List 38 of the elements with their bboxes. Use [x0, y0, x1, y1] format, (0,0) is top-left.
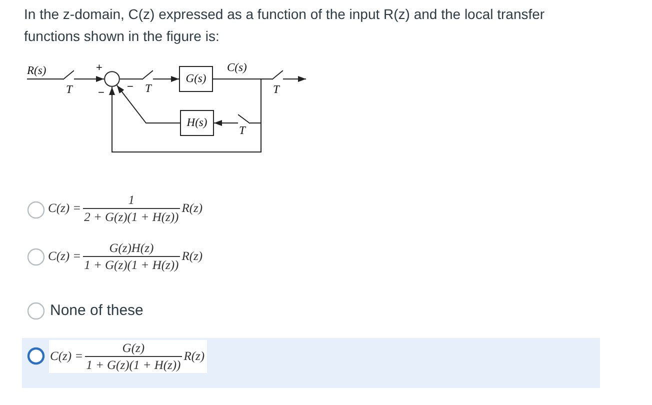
signal-line [26, 78, 64, 80]
signal-arrow [116, 84, 180, 124]
signal-arrow [214, 120, 238, 126]
transfer-function-block: H(s) [180, 110, 214, 136]
signal-label: C(s) [227, 61, 247, 75]
signal-arrow [109, 78, 262, 152]
summing-sign: − [98, 87, 104, 100]
formula-text: C(z) = [48, 201, 82, 216]
sampler-switch-icon [238, 114, 250, 124]
summing-sign: + [96, 62, 102, 75]
summing-sign: − [127, 81, 134, 94]
formula-text: C(z) = [48, 249, 82, 264]
signal-line [120, 78, 142, 80]
sampler-switch-icon [142, 70, 153, 80]
formula-denominator: 1 + G(z)(1 + H(z)) [83, 258, 180, 272]
input-signal-label: R(s) [27, 63, 47, 79]
sampling-period-label: T [239, 124, 246, 138]
signal-arrow [282, 76, 306, 82]
signal-arrow [74, 76, 104, 82]
summing-junction [104, 71, 120, 87]
formula-text: R(z) [184, 349, 205, 364]
sampling-period-label: T [145, 82, 152, 96]
formula-text: R(z) [182, 249, 203, 264]
sampler-switch-icon [272, 70, 283, 80]
formula-text: R(z) [182, 201, 203, 216]
sampling-period-label: T [66, 83, 72, 97]
formula-denominator: 2 + G(z)(1 + H(z)) [83, 210, 180, 224]
formula-denominator: 1 + G(z)(1 + H(z)) [85, 358, 182, 372]
formula-numerator: G(z) [121, 341, 146, 355]
sampler-switch-icon [63, 70, 74, 80]
signal-arrow [152, 76, 180, 82]
answer-text: None of these [50, 302, 144, 320]
formula-numerator: 1 [127, 193, 136, 207]
sampling-period-label: T [273, 83, 280, 97]
question-text: In the z-domain, C(z) expressed as a function of the input R(z) and the local transfer functions shown in the figure is: [24, 5, 546, 46]
formula-numerator: G(z)H(z) [108, 241, 155, 255]
formula-text: C(z) = [50, 349, 84, 364]
transfer-function-block: G(s) [179, 66, 213, 92]
